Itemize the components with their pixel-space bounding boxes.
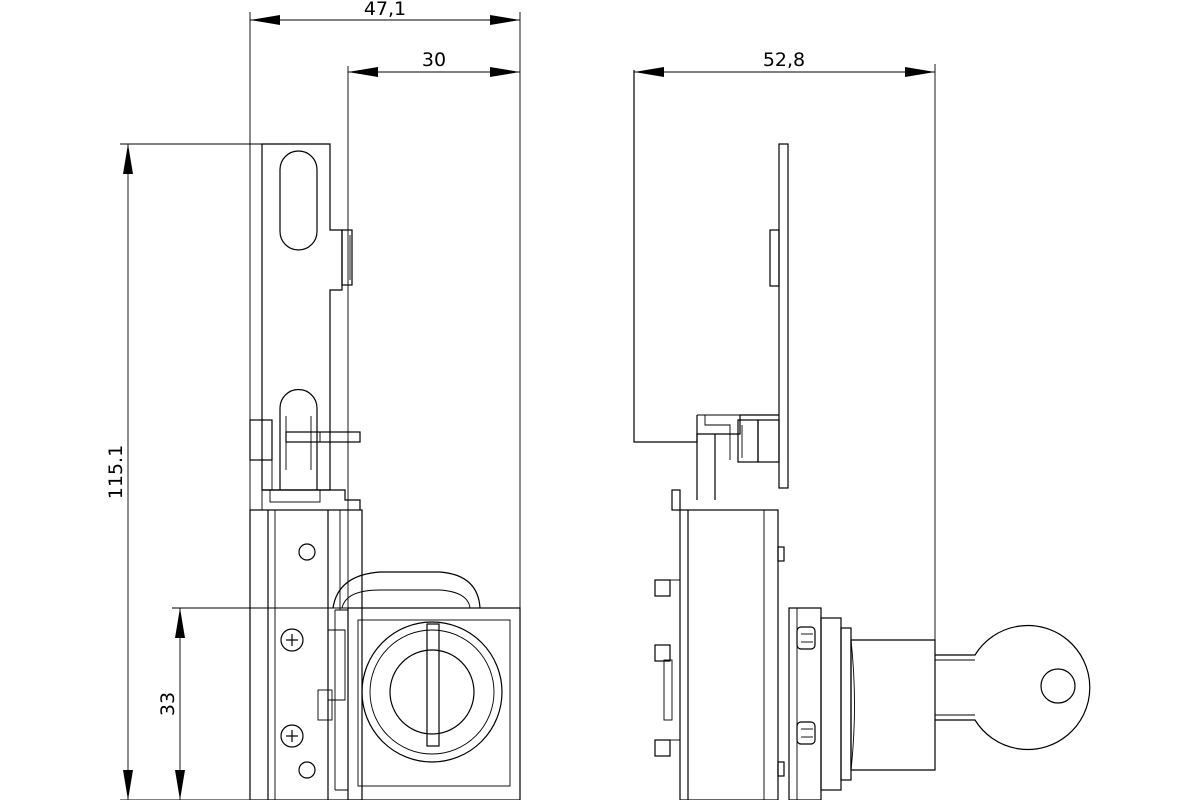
front-screw-bottom-icon [280,724,304,748]
front-rivet-bottom [298,761,316,779]
side-key-cylinder [850,639,936,771]
front-keyswitch-bezel [357,619,511,787]
front-key-cylinder-ring [369,629,495,755]
side-screw-bottom-icon [796,721,816,745]
front-bracket-outline [261,143,343,491]
front-slot-upper [279,150,318,251]
dim-label-upper-width: 30 [422,49,446,71]
front-hinge-block [249,419,273,461]
front-switch-body [249,509,363,800]
side-flange [788,607,822,800]
front-screw-top-icon [280,628,304,652]
front-view [249,143,521,800]
side-terminal-2 [654,644,671,662]
side-switch-body [679,509,779,800]
front-key-cylinder-outer [361,621,503,763]
side-bracket-arm [633,70,779,443]
front-key-cylinder-inner [389,649,475,735]
front-bracket-tab [341,229,353,286]
side-terminal-3 [654,739,671,757]
dim-label-total-height: 115.1 [105,445,127,499]
front-slot-lower [279,388,318,490]
side-bracket-plate [778,143,789,489]
front-rivet-top [298,543,316,561]
dimension-lines [120,12,936,800]
dimension-labels: 47,1 30 52,8 115.1 33 [105,0,805,716]
side-screw-top-icon [796,626,816,650]
front-keyswitch-frame [347,607,521,800]
side-terminal-1 [654,579,671,597]
side-view [633,70,1091,800]
dim-label-lower-height: 33 [157,692,179,716]
front-hinge-pin [285,431,361,443]
dim-label-side-width: 52,8 [763,49,805,71]
side-key-icon [935,624,1091,751]
front-wire-loop [332,571,481,609]
front-key-slot [426,623,440,747]
dim-label-total-width: 47,1 [364,0,406,20]
